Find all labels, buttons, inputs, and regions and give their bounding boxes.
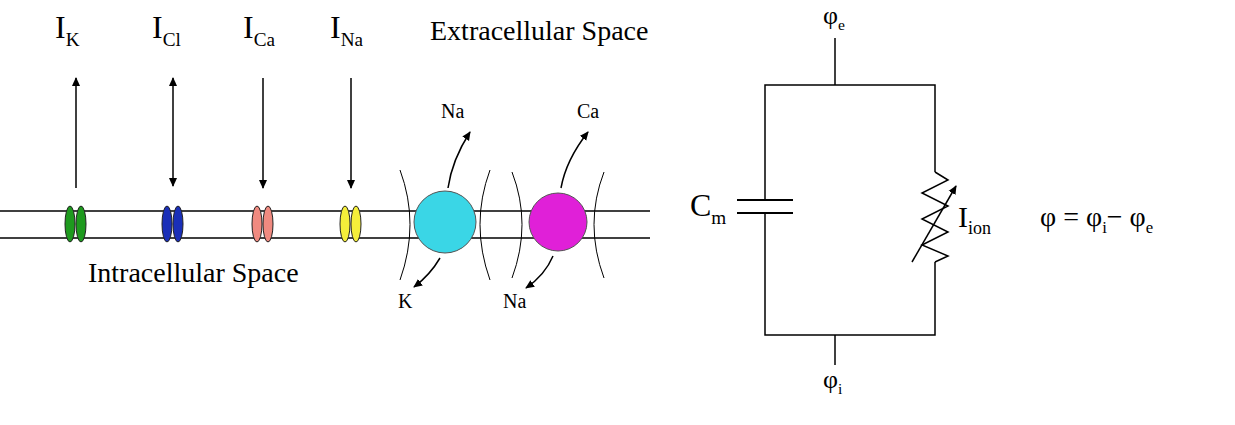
potential-label: φ	[823, 1, 838, 30]
ion-label-group: Na	[503, 290, 526, 312]
subscript: Cl	[163, 29, 181, 50]
equation: − φ	[1107, 201, 1146, 232]
ion-label: K	[398, 290, 412, 312]
current-label-group: ICl	[152, 10, 181, 50]
current-label: I	[958, 200, 968, 233]
capacitance-label: C	[690, 187, 711, 223]
subscript: K	[66, 29, 80, 50]
ion-label-group: Na	[441, 100, 464, 122]
capacitance-label-group: Cm	[690, 188, 726, 228]
subscript: i	[1102, 218, 1107, 237]
current-label-group: IK	[55, 10, 80, 50]
region-label: Intracellular Space	[88, 257, 299, 288]
ion-label: Na	[441, 100, 464, 122]
potential-label-group: φe	[823, 2, 845, 33]
ion-label: Na	[503, 290, 526, 312]
ion-label-group: Ca	[577, 100, 599, 122]
equation-group: φ = φi− φe	[1040, 202, 1153, 237]
current-label-group: Iion	[958, 200, 991, 239]
region-label-group: Intracellular Space	[88, 258, 299, 289]
pump-arrow	[414, 132, 588, 288]
ion-channel	[65, 206, 361, 242]
region-label-group: Extracellular Space	[430, 16, 648, 47]
circuit-wire	[765, 38, 935, 365]
capacitor-symbol	[737, 200, 793, 213]
current-label-group: INa	[330, 10, 363, 50]
ion-label-group: K	[398, 290, 412, 312]
current-label: I	[330, 9, 341, 45]
region-label: Extracellular Space	[430, 15, 648, 46]
ion-pump	[400, 170, 604, 280]
current-arrow	[76, 78, 351, 188]
subscript: e	[1146, 218, 1153, 237]
subscript: Ca	[254, 29, 275, 50]
current-label-group: ICa	[243, 10, 275, 50]
subscript: i	[838, 380, 842, 397]
current-label: I	[55, 9, 66, 45]
subscript: m	[711, 207, 726, 228]
potential-label: φ	[823, 365, 838, 394]
ion-label: Ca	[577, 100, 599, 122]
potential-label-group: φi	[823, 366, 842, 397]
current-label: I	[152, 9, 163, 45]
equation: φ = φ	[1040, 201, 1102, 232]
resistor-symbol	[912, 172, 956, 262]
subscript: Na	[341, 29, 363, 50]
current-label: I	[243, 9, 254, 45]
subscript: e	[838, 16, 845, 33]
subscript: ion	[968, 218, 991, 238]
